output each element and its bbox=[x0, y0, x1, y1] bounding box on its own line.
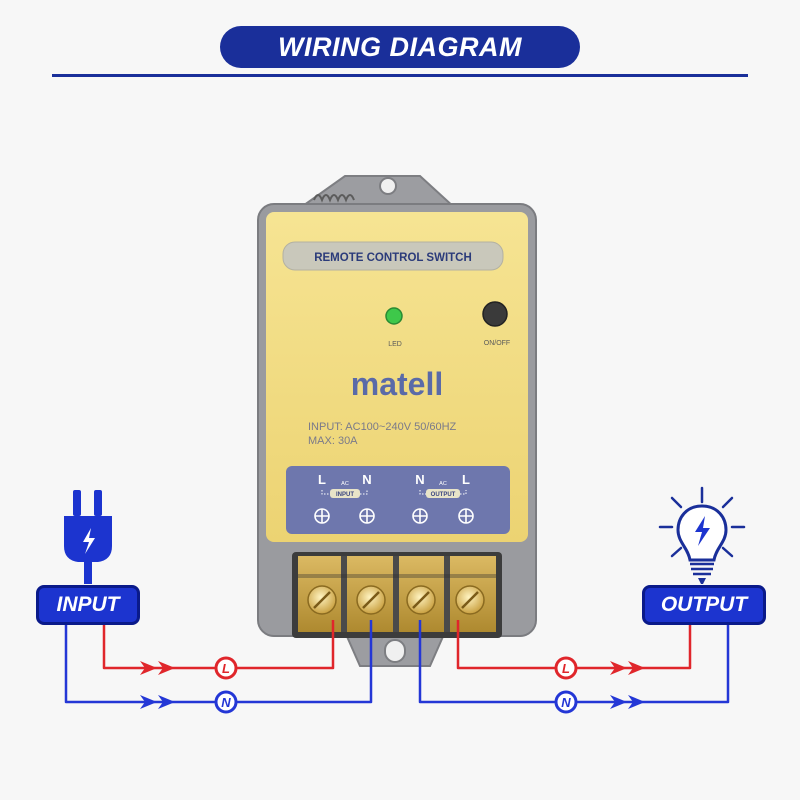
led-indicator bbox=[385, 307, 403, 325]
onoff-button[interactable] bbox=[482, 301, 508, 327]
terminal-group-output: N L AC OUTPUT bbox=[415, 472, 470, 498]
bulb-icon bbox=[658, 486, 746, 584]
mount-tab-top bbox=[296, 175, 458, 209]
panel-label: REMOTE CONTROL SWITCH bbox=[314, 252, 472, 264]
terminal-teeth bbox=[298, 574, 496, 578]
arrow-icon bbox=[140, 661, 645, 709]
terminal-panel bbox=[286, 466, 510, 534]
spec-max: MAX: 30A bbox=[308, 435, 358, 447]
wire-marker-output-live: L bbox=[554, 656, 578, 680]
terminal-screws bbox=[307, 585, 485, 615]
onoff-label: ON/OFF bbox=[484, 340, 510, 347]
svg-text:L: L bbox=[462, 472, 470, 487]
terminal-screw-symbols bbox=[314, 508, 474, 524]
svg-text:N: N bbox=[221, 695, 231, 710]
svg-text:L: L bbox=[318, 472, 326, 487]
header-divider bbox=[52, 74, 748, 77]
plug-icon bbox=[64, 490, 112, 584]
output-tag: OUTPUT bbox=[642, 585, 766, 625]
svg-text:L: L bbox=[222, 661, 230, 676]
svg-text:INPUT: INPUT bbox=[336, 492, 354, 498]
page-title: WIRING DIAGRAM bbox=[220, 26, 580, 68]
svg-text:N: N bbox=[362, 472, 371, 487]
brand-logo: matell bbox=[351, 366, 443, 402]
wire-marker-input-neutral: N bbox=[214, 690, 238, 714]
svg-text:N: N bbox=[561, 695, 571, 710]
wire-marker-output-neutral: N bbox=[554, 690, 578, 714]
led-label: LED bbox=[388, 341, 402, 348]
antenna-spring bbox=[313, 194, 355, 203]
terminal-group-input: L N AC INPUT bbox=[318, 472, 372, 498]
panel-label-bg bbox=[282, 241, 504, 271]
wire-marker-input-live: L bbox=[214, 656, 238, 680]
svg-text:OUTPUT: OUTPUT bbox=[431, 492, 456, 498]
input-tag: INPUT bbox=[36, 585, 140, 625]
svg-text:AC: AC bbox=[341, 481, 349, 487]
svg-text:L: L bbox=[562, 661, 570, 676]
terminal-block-dividers bbox=[341, 556, 450, 632]
svg-text:N: N bbox=[415, 472, 424, 487]
svg-text:AC: AC bbox=[439, 481, 447, 487]
spec-input: INPUT: AC100~240V 50/60HZ bbox=[308, 421, 457, 433]
device-faceplate bbox=[266, 212, 528, 542]
